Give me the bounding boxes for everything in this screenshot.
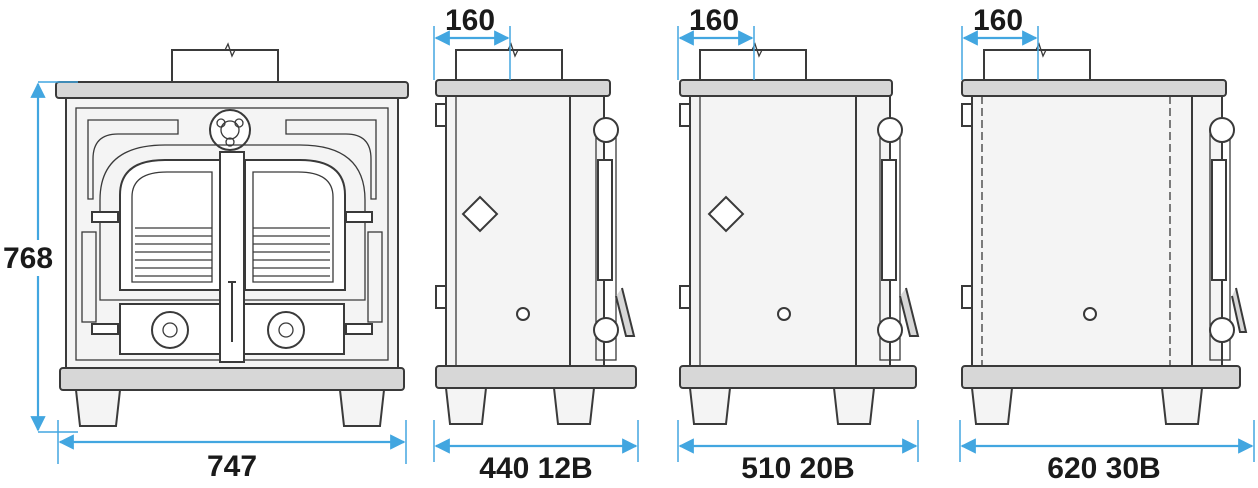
front-view: [55, 42, 409, 427]
side-30b-flue-label: 160: [973, 4, 1023, 37]
side-12b-depth-label: 440 12B: [479, 452, 592, 485]
side-30b-body: [971, 95, 1193, 367]
side-30b-depth-label: 620 30B: [1047, 452, 1160, 485]
side-view-30b: [961, 42, 1248, 425]
front-flue-collar: [171, 42, 279, 83]
front-right-door: [244, 159, 346, 291]
front-width-label: 747: [207, 450, 257, 483]
side-12b-body: [445, 95, 571, 367]
front-right-ornament: [285, 119, 377, 200]
side-30b-flue-collar: [983, 42, 1091, 81]
front-left-foot: [74, 389, 122, 427]
side-20b-flue-collar: [699, 42, 807, 81]
front-left-ornament: [87, 119, 179, 200]
side-20b-flue-dimension: [677, 26, 755, 80]
front-ash-pan: [119, 303, 345, 355]
front-right-foot: [338, 389, 386, 427]
front-height-label: 768: [3, 242, 53, 275]
side-12b-diamond-label: [461, 195, 499, 233]
front-height-dimension: [2, 81, 78, 433]
side-12b-flue-collar: [455, 42, 563, 81]
side-12b-flue-dimension: [433, 26, 511, 80]
front-left-door: [119, 159, 221, 291]
front-top-plate: [55, 81, 409, 99]
side-view-20b: [679, 42, 920, 425]
front-door-handle: [228, 281, 236, 342]
side-20b-flue-label: 160: [689, 4, 739, 37]
side-30b-flue-dimension: [961, 26, 1039, 80]
side-20b-depth-label: 510 20B: [741, 452, 854, 485]
side-30b-depth-dimension: [959, 420, 1255, 462]
side-20b-depth-dimension: [677, 420, 919, 462]
side-view-12b: [435, 42, 637, 425]
front-plinth: [59, 367, 405, 391]
front-width-dimension: [57, 420, 407, 464]
side-20b-body: [689, 95, 857, 367]
side-12b-depth-dimension: [433, 420, 639, 462]
side-20b-diamond-label: [707, 195, 745, 233]
front-top-air-control: [209, 109, 251, 151]
side-12b-flue-label: 160: [445, 4, 495, 37]
